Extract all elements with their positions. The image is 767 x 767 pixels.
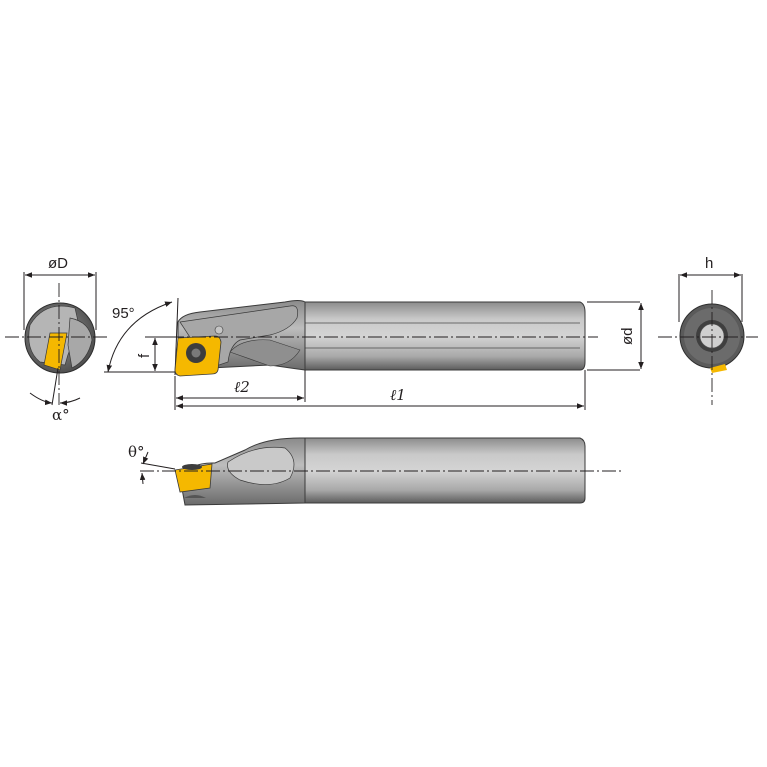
side-flute [227,446,295,485]
overall-length-label: ℓ1 [390,386,406,404]
clamp-pin [214,325,224,335]
alpha-angle-label: α° [52,406,70,424]
torx-socket-icon [191,348,201,358]
head-flute-lower [229,339,301,367]
flat-height-label: h [705,255,713,272]
theta-line [140,462,176,470]
head-length-label: ℓ2 [234,378,250,396]
side-view: θ° [128,437,622,506]
flute-face [67,317,93,369]
shank-diameter-label: ød [619,327,636,345]
side-screw-icon [182,464,202,470]
alpha-arc [59,397,81,406]
coolant-exit [184,495,206,498]
inclination-angle-label: θ° [128,443,145,461]
approach-angle-label: 95° [112,305,135,322]
insert-end-icon [43,332,68,371]
insert-tip-icon [710,364,727,373]
approach-angle-arc [106,301,173,373]
diameter-D-label: øD [48,255,68,272]
offset-f-label: f [136,353,153,358]
side-shank [304,437,586,504]
top-view: 95° f ød ℓ2 ℓ1 [104,297,644,410]
theta-arrow-top [142,451,149,465]
alpha-arc [29,392,53,406]
theta-arrow-bottom [139,472,146,485]
rear-end-view: h [658,255,758,405]
front-end-view: øD α° [5,255,108,424]
bar-shank [304,301,586,371]
clearance-angle-line [51,367,59,406]
